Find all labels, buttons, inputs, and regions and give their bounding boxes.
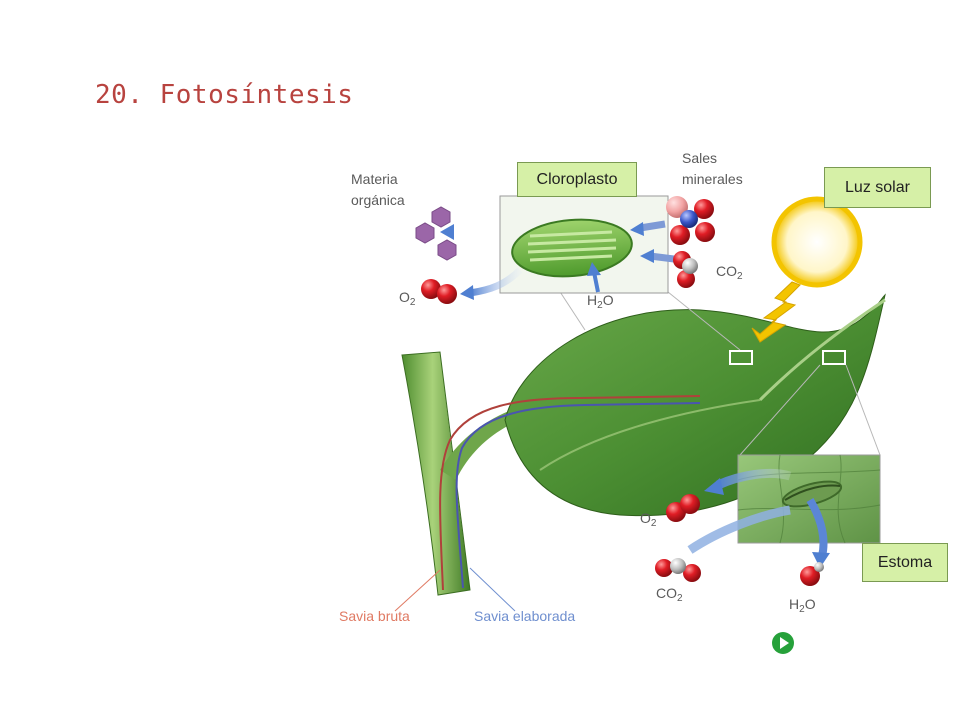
arrow-o2-out: [716, 468, 792, 490]
thylakoids: [527, 230, 617, 262]
sun: [771, 196, 863, 288]
label-sales-minerales: Sales minerales: [682, 150, 743, 187]
savia-elaborada-vessel: [455, 402, 701, 589]
label-h2o-bottom: H2O: [789, 596, 816, 615]
label-estoma: Estoma: [862, 543, 948, 582]
arrow-co2-in: [687, 505, 791, 554]
label-savia-elaborada: Savia elaborada: [474, 608, 576, 624]
leaf-sample-stoma: [822, 350, 846, 365]
sunlight-bolt: [751, 281, 801, 343]
o2-molecule-bottom: [666, 494, 700, 522]
sales-minerales-molecule: [666, 196, 715, 245]
stem: [401, 351, 471, 596]
label-h2o-top: H2O: [587, 292, 614, 311]
label-co2-top: CO2: [716, 263, 743, 282]
label-cloroplasto: Cloroplasto: [517, 162, 637, 197]
arrow-h2o-out: [806, 497, 828, 557]
label-luz-solar: Luz solar: [824, 167, 931, 208]
play-button[interactable]: [772, 632, 794, 654]
label-co2-bottom: CO2: [656, 585, 683, 604]
organic-matter-molecules: [415, 206, 457, 261]
co2-molecule-bottom: [655, 558, 701, 582]
label-materia-organica: Materia orgánica: [351, 171, 405, 208]
leaf-sample-chloroplast: [729, 350, 753, 365]
label-o2-bottom: O2: [640, 510, 657, 529]
arrow-o2: [469, 267, 523, 297]
page-title: 20. Fotosíntesis: [95, 80, 354, 110]
o2-molecule-top: [421, 279, 457, 304]
arrow-sales: [639, 220, 666, 232]
h2o-molecule-bottom: [800, 562, 824, 586]
play-icon: [780, 637, 789, 649]
co2-molecule-top: [673, 251, 698, 288]
label-savia-bruta: Savia bruta: [339, 608, 410, 624]
label-o2-top: O2: [399, 289, 416, 308]
savia-bruta-vessel: [439, 395, 701, 591]
